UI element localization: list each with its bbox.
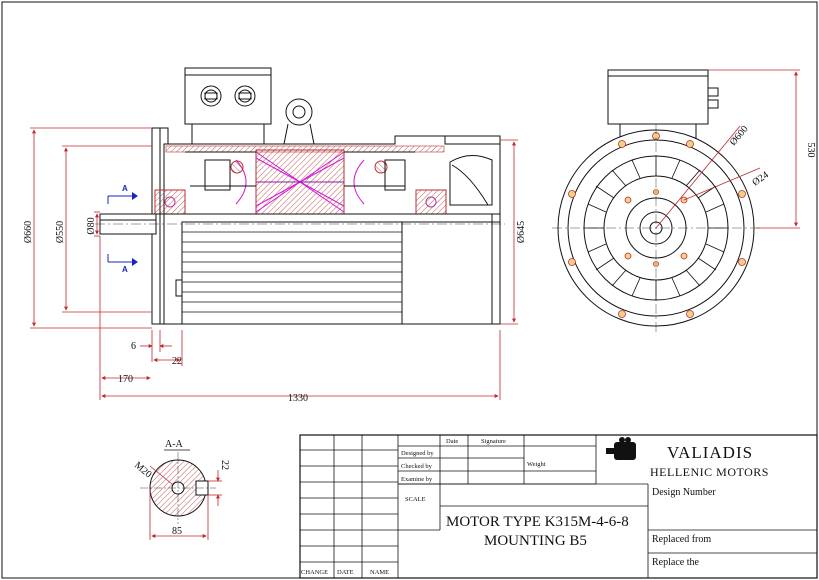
end-view-dimensions xyxy=(655,69,800,229)
radial-fins xyxy=(584,156,728,300)
rev-name: NAME xyxy=(370,569,389,576)
dim-24: Ø24 xyxy=(750,170,770,189)
section-label-top: A xyxy=(122,184,128,193)
dim-645: Ø645 xyxy=(516,221,527,243)
dim-660: Ø660 xyxy=(23,221,34,243)
header-signature: Signature xyxy=(481,438,506,445)
dim-22: 22 xyxy=(172,356,182,367)
dim-6: 6 xyxy=(131,341,136,352)
dim-1330: 1330 xyxy=(288,393,308,404)
rev-change: CHANGE xyxy=(301,569,328,576)
dim-530: 530 xyxy=(805,143,816,158)
motor-end-view xyxy=(552,69,760,334)
motor-type: MOTOR TYPE K315M-4-6-8 xyxy=(446,514,629,530)
dim-600: Ø600 xyxy=(728,124,751,148)
side-view-dimensions xyxy=(30,127,518,400)
row-examine: Examine by xyxy=(401,476,433,483)
replaced-from-label: Replaced from xyxy=(652,534,711,545)
section-marker-a-top xyxy=(107,192,138,204)
lifting-eye-icon xyxy=(283,98,315,145)
section-aa-shaft xyxy=(140,452,216,524)
section-aa-title: A-A xyxy=(165,439,184,450)
terminal-box-end xyxy=(607,69,709,125)
terminal-box xyxy=(184,67,272,125)
section-marker-a-bottom xyxy=(107,254,138,266)
row-checked: Checked by xyxy=(401,463,433,470)
header-weight: Weight xyxy=(527,461,546,468)
section-label-bottom: A xyxy=(122,265,128,274)
replace-the-label: Replace the xyxy=(652,557,699,568)
rear-bearing xyxy=(415,189,447,215)
brand-sub: HELLENIC MOTORS xyxy=(650,465,769,479)
motor-side-view xyxy=(95,67,505,325)
section-aa-dimensions xyxy=(149,465,222,540)
dim-170: 170 xyxy=(118,374,133,385)
design-number-label: Design Number xyxy=(652,487,716,498)
dim-m20: M20 xyxy=(132,460,154,481)
brand-name: VALIADIS xyxy=(667,443,753,462)
cable-gland-icon xyxy=(707,87,719,109)
cable-gland-icon xyxy=(234,85,256,107)
dim-keyway-22: 22 xyxy=(219,460,230,470)
rev-date: DATE xyxy=(337,569,354,576)
mounting-type: MOUNTING B5 xyxy=(484,533,587,549)
motor-logo-icon xyxy=(606,437,636,460)
cable-gland-icon xyxy=(200,85,222,107)
scale-label: SCALE xyxy=(405,496,426,503)
dim-85: 85 xyxy=(172,526,182,537)
row-designed: Designed by xyxy=(401,450,434,457)
dim-80: Ø80 xyxy=(86,217,97,234)
cooling-fins xyxy=(182,231,402,313)
title-block xyxy=(299,434,818,579)
front-bearing xyxy=(154,189,186,215)
header-date: Date xyxy=(446,438,458,445)
dim-550: Ø550 xyxy=(55,221,66,243)
